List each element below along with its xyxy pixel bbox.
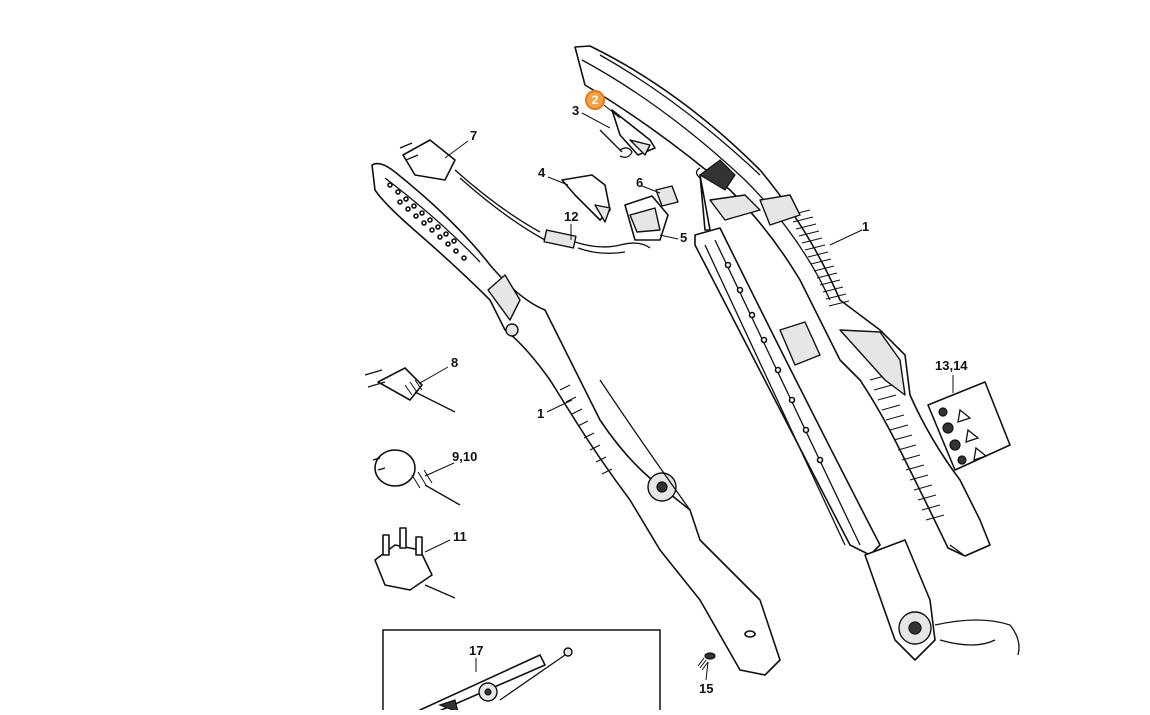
leader-lines: [419, 104, 954, 681]
callout-5[interactable]: 5: [680, 230, 688, 245]
callout-1-right[interactable]: 1: [862, 219, 870, 234]
switch-trigger[interactable]: [561, 174, 611, 223]
vent-holes: [387, 182, 467, 261]
screw[interactable]: [697, 652, 716, 671]
callout-11[interactable]: 11: [453, 529, 467, 544]
callout-2-highlighted[interactable]: 2: [585, 90, 605, 110]
callout-12[interactable]: 12: [564, 209, 579, 224]
warning-decal[interactable]: [927, 381, 1011, 471]
callout-8[interactable]: 8: [451, 355, 459, 370]
callout-9-10[interactable]: 9,10: [452, 449, 478, 464]
callout-1-left[interactable]: 1: [537, 406, 545, 421]
callout-17[interactable]: 17: [469, 643, 484, 658]
plug-uk[interactable]: [374, 527, 456, 599]
tube-holes: [724, 261, 824, 464]
callout-7[interactable]: 7: [470, 128, 478, 143]
torsion-spring[interactable]: [599, 129, 633, 158]
plug-eu[interactable]: [364, 367, 456, 413]
callout-3[interactable]: 3: [572, 103, 580, 118]
callout-15[interactable]: 15: [699, 681, 714, 696]
power-cord-assembly[interactable]: [399, 139, 651, 254]
callout-13-14[interactable]: 13,14: [935, 358, 968, 373]
callout-4[interactable]: 4: [538, 165, 546, 180]
connector[interactable]: [655, 185, 679, 207]
motor-tube[interactable]: [694, 167, 1020, 661]
grip-ribs: [789, 209, 945, 521]
housing-half-left[interactable]: [371, 162, 781, 676]
inset-box: [382, 629, 661, 715]
plug-round[interactable]: [372, 449, 461, 506]
switch-block[interactable]: [624, 195, 669, 241]
switch-lever[interactable]: [611, 109, 656, 156]
housing-half-right[interactable]: [574, 45, 991, 557]
callout-6[interactable]: 6: [636, 175, 644, 190]
